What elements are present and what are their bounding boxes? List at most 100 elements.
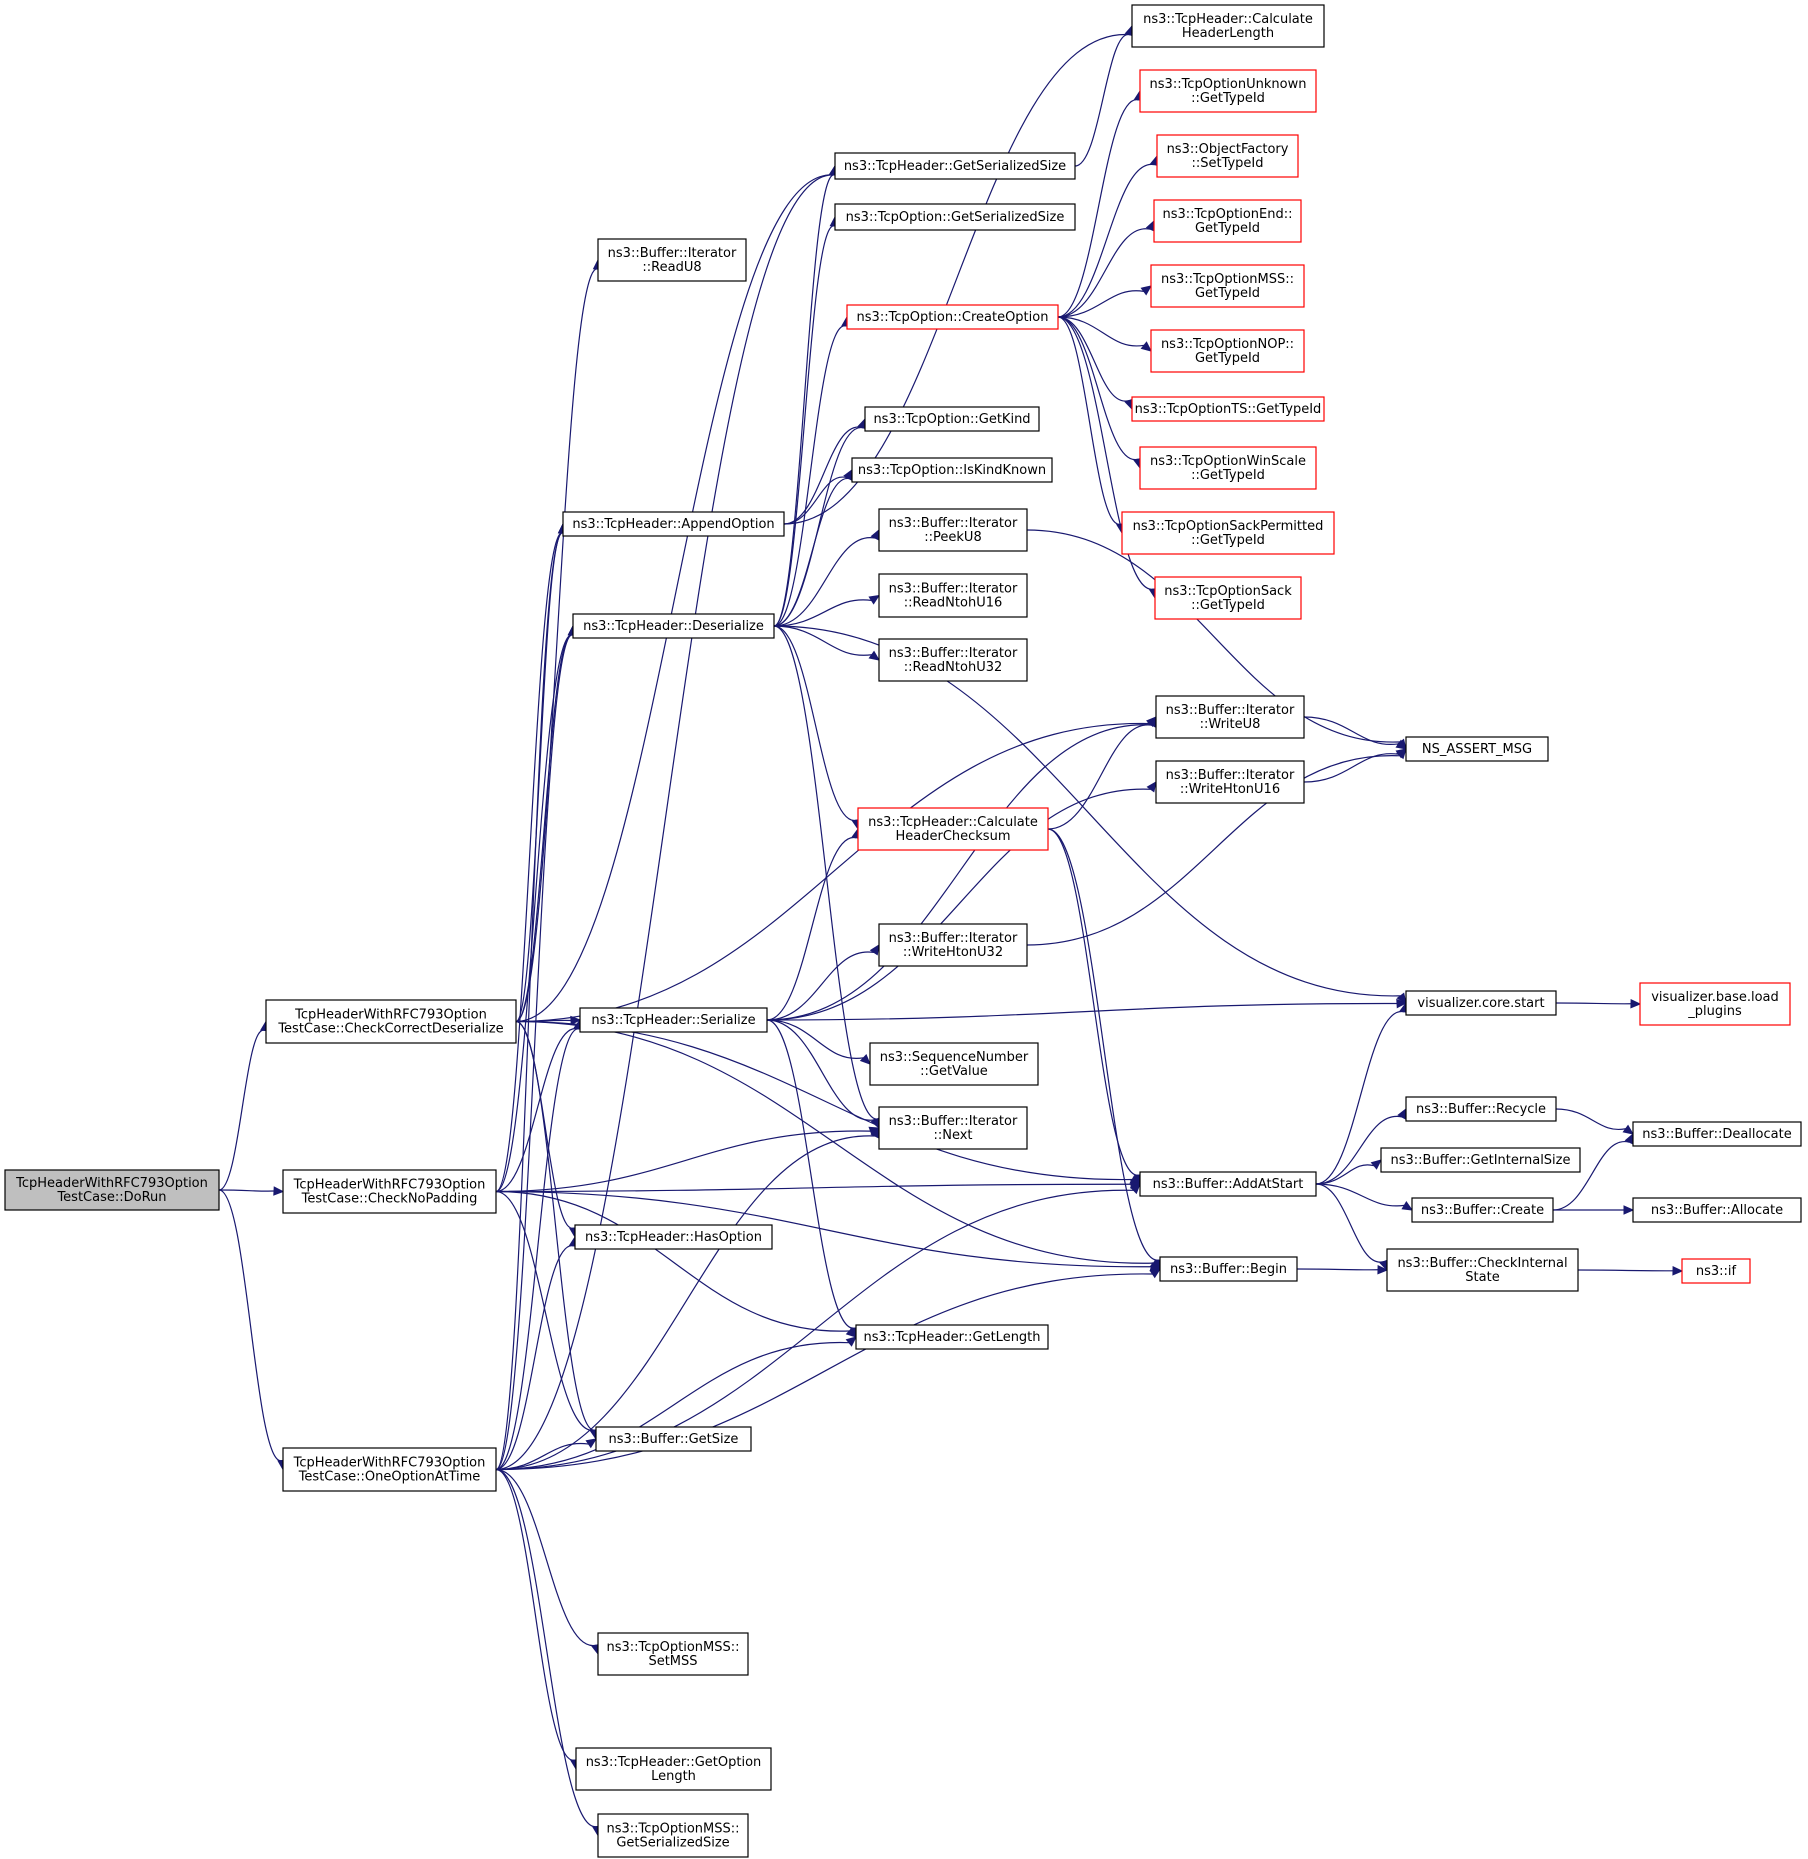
node-ser[interactable]: ns3::TcpHeader::Serialize (579, 1007, 768, 1033)
node-label: ns3::TcpHeader::GetLength (863, 1330, 1040, 1345)
node-oneopt[interactable]: TcpHeaderWithRFC793OptionTestCase::OneOp… (282, 1447, 497, 1492)
node-writehu16[interactable]: ns3::Buffer::Iterator::WriteHtonU16 (1155, 760, 1305, 804)
node-label: ::GetTypeId (1191, 468, 1265, 483)
node-vizload[interactable]: visualizer.base.load_plugins (1639, 982, 1791, 1026)
node-label: ns3::Buffer::GetInternalSize (1391, 1153, 1571, 1168)
node-recycle[interactable]: ns3::Buffer::Recycle (1405, 1096, 1557, 1122)
node-noptid[interactable]: ns3::TcpOptionNOP::GetTypeId (1150, 329, 1305, 373)
node-label: TestCase::DoRun (56, 1190, 166, 1205)
node-checknopad[interactable]: TcpHeaderWithRFC793OptionTestCase::Check… (282, 1169, 497, 1214)
node-label: TcpHeaderWithRFC793Option (15, 1176, 208, 1191)
node-label: ns3::TcpOptionNOP:: (1161, 337, 1294, 352)
node-writehu32[interactable]: ns3::Buffer::Iterator::WriteHtonU32 (878, 923, 1028, 967)
node-setmss[interactable]: ns3::TcpOptionMSS::SetMSS (597, 1632, 749, 1676)
call-edge-createopt-to-noptid (1057, 316, 1152, 352)
node-label: ns3::SequenceNumber (880, 1050, 1029, 1065)
node-peeku8[interactable]: ns3::Buffer::Iterator::PeekU8 (878, 508, 1028, 552)
node-label: ns3::Buffer::Create (1421, 1203, 1544, 1218)
node-objfac[interactable]: ns3::ObjectFactory::SetTypeId (1156, 134, 1299, 178)
node-readu32[interactable]: ns3::Buffer::Iterator::ReadNtohU32 (878, 638, 1028, 682)
node-readu8[interactable]: ns3::Buffer::Iterator::ReadU8 (597, 238, 747, 282)
node-wstid[interactable]: ns3::TcpOptionWinScale::GetTypeId (1139, 446, 1317, 490)
node-label: ns3::TcpOptionUnknown (1150, 77, 1307, 92)
call-edge-checkcorrect-to-hdrsersize (515, 164, 839, 1023)
node-label: ns3::Buffer::Iterator (1166, 768, 1295, 783)
node-label: ns3::Buffer::Iterator (889, 516, 1018, 531)
call-edge-checkint-to-nsif (1577, 1266, 1684, 1276)
node-appendopt[interactable]: ns3::TcpHeader::AppendOption (562, 511, 785, 537)
node-getlen[interactable]: ns3::TcpHeader::GetLength (855, 1324, 1049, 1350)
node-createopt[interactable]: ns3::TcpOption::CreateOption (846, 304, 1059, 330)
call-edge-oneopt-to-setmss (495, 1468, 601, 1656)
node-optsersize[interactable]: ns3::TcpOption::GetSerializedSize (834, 203, 1076, 231)
call-edge-calcchk-to-begin (1047, 828, 1164, 1271)
node-endtid[interactable]: ns3::TcpOptionEnd::GetTypeId (1153, 199, 1302, 243)
node-label: ns3::TcpHeader::HasOption (585, 1230, 762, 1245)
node-tstid[interactable]: ns3::TcpOptionTS::GetTypeId (1131, 396, 1325, 422)
node-label: ::ReadNtohU16 (904, 596, 1003, 611)
call-edge-dorun-to-checknopad (218, 1186, 285, 1196)
node-vizstart[interactable]: visualizer.core.start (1405, 990, 1557, 1016)
node-label: GetTypeId (1195, 221, 1260, 236)
node-sacktid[interactable]: ns3::TcpOptionSack::GetTypeId (1154, 576, 1302, 620)
node-checkcorrect[interactable]: TcpHeaderWithRFC793OptionTestCase::Check… (265, 999, 517, 1044)
node-hdrsersize[interactable]: ns3::TcpHeader::GetSerializedSize (834, 152, 1076, 180)
node-label: ns3::TcpOptionSack (1164, 584, 1292, 599)
call-edge-addatstart-to-create (1315, 1183, 1414, 1211)
node-label: ns3::TcpHeader::GetOption (586, 1755, 762, 1770)
call-edge-dorun-to-oneopt (218, 1189, 287, 1471)
node-readu16[interactable]: ns3::Buffer::Iterator::ReadNtohU16 (878, 573, 1028, 618)
node-label: NS_ASSERT_MSG (1422, 742, 1532, 757)
node-label: TcpHeaderWithRFC793Option (293, 1178, 486, 1193)
node-unk[interactable]: ns3::TcpOptionUnknown::GetTypeId (1139, 69, 1317, 113)
node-msstid[interactable]: ns3::TcpOptionMSS::GetTypeId (1150, 264, 1305, 308)
call-edge-createopt-to-wstid (1057, 316, 1143, 470)
node-hasopt[interactable]: ns3::TcpHeader::HasOption (574, 1224, 773, 1250)
call-edge-addatstart-to-checkint (1315, 1183, 1389, 1272)
node-label: ns3::TcpHeader::Calculate (1143, 12, 1313, 27)
node-nsassert[interactable]: NS_ASSERT_MSG (1405, 736, 1549, 762)
node-deser[interactable]: ns3::TcpHeader::Deserialize (572, 613, 775, 639)
node-sackptid[interactable]: ns3::TcpOptionSackPermitted::GetTypeId (1121, 511, 1335, 555)
node-label: GetTypeId (1195, 286, 1260, 301)
node-label: TestCase::CheckCorrectDeserialize (277, 1022, 503, 1037)
node-begin[interactable]: ns3::Buffer::Begin (1159, 1256, 1298, 1282)
call-edge-ser-to-getlen (766, 1019, 860, 1339)
node-label: ns3::Buffer::Deallocate (1642, 1127, 1791, 1142)
call-edge-checkcorrect-to-readu8 (515, 258, 603, 1023)
node-dealloc[interactable]: ns3::Buffer::Deallocate (1632, 1121, 1802, 1147)
node-label: ns3::TcpOption::GetSerializedSize (846, 210, 1065, 225)
call-edge-checkcorrect-to-addatstart (515, 1020, 1142, 1185)
call-edge-ser-to-writehu32 (766, 943, 880, 1021)
call-edge-oneopt-to-addatstart (495, 1183, 1141, 1471)
node-create[interactable]: ns3::Buffer::Create (1411, 1197, 1554, 1223)
node-msssersize[interactable]: ns3::TcpOptionMSS::GetSerializedSize (597, 1813, 749, 1858)
node-seqval[interactable]: ns3::SequenceNumber::GetValue (869, 1042, 1039, 1086)
node-label: SetMSS (648, 1654, 697, 1669)
node-label: ::SetTypeId (1191, 156, 1263, 171)
call-edge-addatstart-to-getintsize (1315, 1159, 1382, 1185)
call-edge-calcchk-to-writeu8 (1047, 715, 1157, 830)
node-label: ns3::Buffer::Iterator (889, 646, 1018, 661)
node-getkind[interactable]: ns3::TcpOption::GetKind (864, 406, 1040, 432)
call-edge-writeu8-to-nsassert (1303, 716, 1408, 750)
node-label: TcpHeaderWithRFC793Option (293, 1456, 486, 1471)
node-getsize[interactable]: ns3::Buffer::GetSize (595, 1426, 752, 1452)
node-label: HeaderLength (1182, 26, 1274, 41)
node-getintsize[interactable]: ns3::Buffer::GetInternalSize (1380, 1147, 1581, 1173)
node-label: ns3::Buffer::Iterator (608, 246, 737, 261)
node-iskind[interactable]: ns3::TcpOption::IsKindKnown (851, 457, 1053, 483)
node-writeu8[interactable]: ns3::Buffer::Iterator::WriteU8 (1155, 695, 1305, 739)
node-alloc[interactable]: ns3::Buffer::Allocate (1632, 1197, 1802, 1223)
nodes-layer: TcpHeaderWithRFC793OptionTestCase::DoRun… (4, 4, 1802, 1858)
node-label: ::PeekU8 (924, 530, 981, 545)
node-nsif[interactable]: ns3::if (1681, 1258, 1751, 1284)
node-addatstart[interactable]: ns3::Buffer::AddAtStart (1139, 1171, 1317, 1197)
node-label: ns3::Buffer::CheckInternal (1397, 1256, 1567, 1271)
node-next[interactable]: ns3::Buffer::Iterator::Next (878, 1106, 1028, 1150)
